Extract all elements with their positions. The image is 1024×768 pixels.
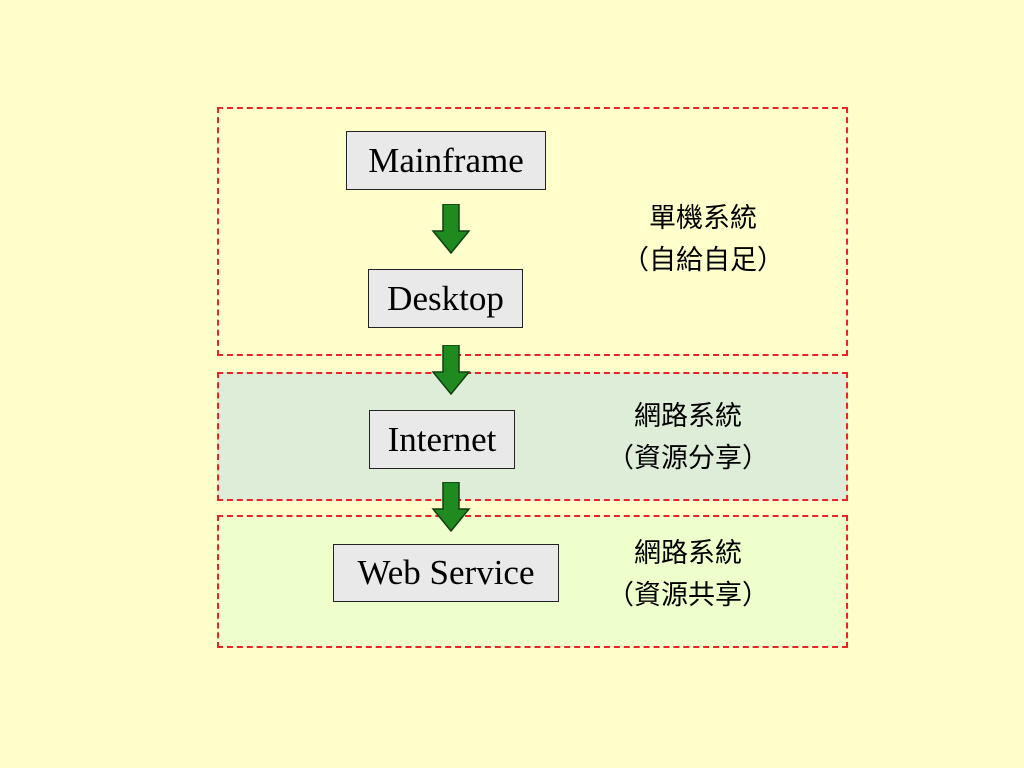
web-service-note-subtitle: （資源共享） <box>607 580 769 611</box>
web-service-note: 網路系統 （資源共享） <box>583 533 793 617</box>
web-service-note-title: 網路系統 <box>634 538 742 569</box>
desktop-node: Desktop <box>368 269 523 328</box>
standalone-note-title: 單機系統 <box>649 203 757 234</box>
web-service-node: Web Service <box>333 544 559 602</box>
network-note-title: 網路系統 <box>634 401 742 432</box>
network-region <box>217 372 848 501</box>
standalone-region <box>217 107 848 356</box>
down-arrow-icon <box>431 482 471 532</box>
standalone-note: 單機系統 （自給自足） <box>598 198 808 282</box>
mainframe-node: Mainframe <box>346 131 546 190</box>
network-note: 網路系統 （資源分享） <box>583 396 793 480</box>
down-arrow-icon <box>431 204 471 254</box>
down-arrow-icon <box>431 345 471 395</box>
standalone-note-subtitle: （自給自足） <box>622 245 784 276</box>
network-note-subtitle: （資源分享） <box>607 443 769 474</box>
internet-node: Internet <box>369 410 515 469</box>
